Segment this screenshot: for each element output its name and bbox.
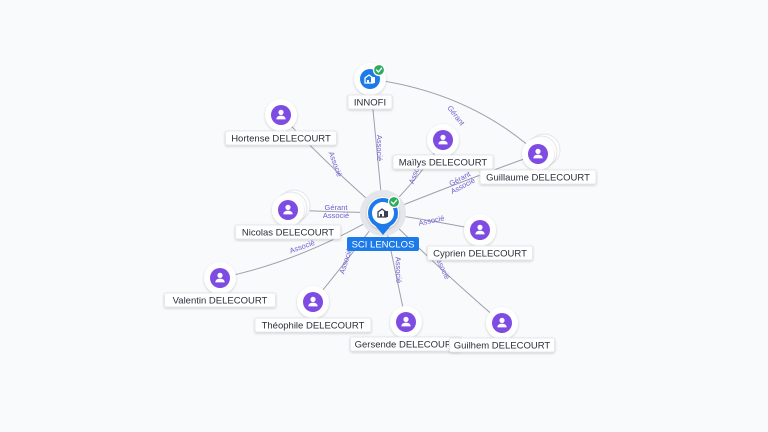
node-label-text: Valentin DELECOURT	[173, 295, 268, 306]
node-theophile[interactable]: Théophile DELECOURT	[254, 286, 372, 333]
verified-check-icon	[387, 195, 401, 209]
person-icon	[276, 109, 286, 120]
node-mailys[interactable]: Maïlys DELECOURT	[392, 124, 494, 170]
person-icon	[497, 317, 507, 328]
edge-label: Associé	[375, 135, 384, 161]
node-label: Théophile DELECOURT	[254, 317, 372, 333]
node-label-text: Nicolas DELECOURT	[242, 227, 334, 238]
node-label-text: INNOFI	[354, 97, 386, 108]
node-label: Cyprien DELECOURT	[427, 245, 533, 261]
person-icon	[401, 316, 411, 327]
node-label-text: Théophile DELECOURT	[262, 320, 365, 331]
node-guilhem[interactable]: Guilhem DELECOURT	[449, 307, 555, 353]
person-icon	[308, 296, 318, 307]
edge-label: Gérant	[445, 104, 467, 128]
person-icon	[215, 272, 225, 283]
node-label: Guilhem DELECOURT	[449, 337, 555, 353]
edge-label: Associé	[394, 257, 404, 284]
node-label: Valentin DELECOURT	[164, 292, 276, 308]
node-label: INNOFI	[347, 94, 393, 110]
node-guillaume[interactable]: Guillaume DELECOURT	[479, 133, 597, 185]
node-label-text: Guilhem DELECOURT	[454, 340, 551, 351]
edge-label: Associé	[418, 213, 446, 227]
node-label-text: SCI LENCLOS	[352, 239, 415, 250]
person-icon	[475, 224, 485, 235]
node-cyprien[interactable]: Cyprien DELECOURT	[427, 214, 533, 261]
verified-check-icon	[372, 63, 386, 77]
node-innofi[interactable]: INNOFI	[347, 63, 393, 110]
person-icon	[533, 148, 543, 159]
node-nicolas[interactable]: Nicolas DELECOURT	[235, 189, 341, 240]
node-label-text: Guillaume DELECOURT	[486, 172, 590, 183]
node-label-text: Hortense DELECOURT	[231, 133, 331, 144]
node-label: Maïlys DELECOURT	[392, 154, 494, 170]
node-label: Hortense DELECOURT	[225, 130, 337, 146]
edge-label: Gérant	[325, 203, 349, 212]
center-node-label: SCI LENCLOS	[347, 237, 419, 251]
nodes-layer: INNOFI Hortense DELECOURT Maïlys DELECOURT…	[164, 63, 597, 353]
node-label: Guillaume DELECOURT	[479, 169, 597, 185]
edge-line	[369, 78, 539, 155]
edge-label: Associé	[337, 247, 354, 275]
node-label-text: Cyprien DELECOURT	[433, 248, 527, 259]
person-icon	[283, 204, 293, 215]
company-building-icon	[364, 74, 375, 84]
node-gersende[interactable]: Gersende DELECOURT	[350, 306, 462, 352]
edge-label: Associé	[323, 211, 349, 220]
person-icon	[438, 134, 448, 145]
node-hortense[interactable]: Hortense DELECOURT	[225, 99, 337, 146]
node-label: Gersende DELECOURT	[350, 336, 462, 352]
node-valentin[interactable]: Valentin DELECOURT	[164, 262, 276, 308]
center-node-sci[interactable]: SCI LENCLOS	[347, 190, 419, 251]
node-label-text: Gersende DELECOURT	[355, 339, 458, 350]
company-building-icon	[377, 208, 388, 218]
node-label: Nicolas DELECOURT	[235, 224, 341, 240]
node-label-text: Maïlys DELECOURT	[399, 157, 488, 168]
